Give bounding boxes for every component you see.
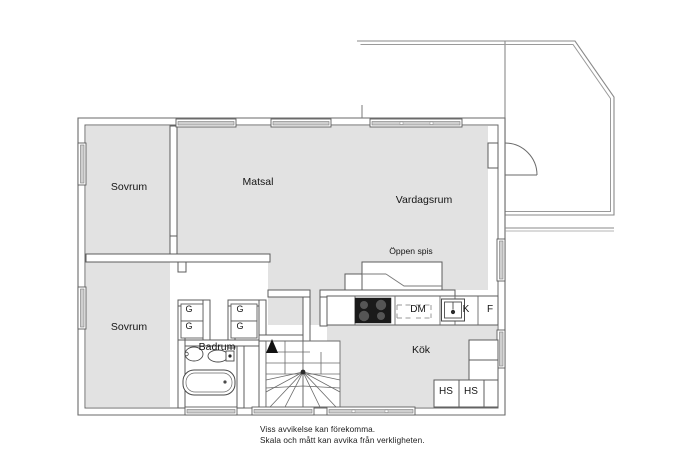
wall-bedroom-divider: [85, 253, 271, 263]
appliance-label-k: K: [463, 304, 470, 315]
kitchen-tall-cabinets: [468, 339, 499, 381]
window-bottom-2: [251, 406, 315, 416]
kitchen-counter-run: [326, 295, 499, 326]
wall-closet-left-right: [202, 299, 211, 346]
bathtub-icon: [182, 369, 236, 396]
appliance-label-f: F: [487, 304, 493, 315]
closet-label-1: G: [185, 304, 192, 314]
stove-icon: [354, 297, 392, 324]
window-bottom-3: [326, 406, 416, 416]
room-label-sovrum-top: Sovrum: [111, 181, 147, 193]
room-area-sovrum-top: [86, 126, 170, 254]
toilet-icon: [207, 349, 235, 363]
disclaimer-line-2: Skala och mått kan avvika från verklighe…: [260, 436, 425, 445]
wall-stair-right-upper: [302, 295, 311, 342]
up-arrow-icon: [266, 339, 278, 353]
wall-stub-a: [169, 235, 178, 255]
kitchen-base-cabinets: [433, 379, 499, 408]
cabinet-label-hs-1: HS: [439, 386, 453, 397]
appliance-label-dm: DM: [410, 304, 426, 315]
window-bottom-1: [184, 406, 238, 416]
closet-label-2: G: [185, 321, 192, 331]
bathroom-fixtures: [182, 346, 236, 396]
window-left-1: [77, 142, 87, 186]
wall-stair-left: [258, 334, 267, 409]
room-label-kok: Kök: [412, 344, 431, 356]
wall-stub-b: [177, 261, 187, 273]
room-label-vardagsrum: Vardagsrum: [396, 194, 453, 206]
room-label-badrum: Badrum: [199, 341, 236, 353]
closet-label-3: G: [236, 304, 243, 314]
cabinet-label-hs-2: HS: [464, 386, 478, 397]
wall-hall-top: [267, 289, 311, 298]
closet-label-4: G: [236, 321, 243, 331]
room-label-matsal: Matsal: [243, 176, 274, 188]
door-swing-icon: [487, 142, 538, 176]
washbasin-icon: [184, 346, 204, 362]
room-label-sovrum-bottom: Sovrum: [111, 321, 147, 333]
room-area-sovrum-bottom: [86, 262, 170, 407]
sink-icon: [441, 298, 465, 322]
disclaimer-text: Viss avvikelse kan förekomma. Skala och …: [260, 424, 425, 446]
disclaimer-line-1: Viss avvikelse kan förekomma.: [260, 425, 376, 434]
wall-stair-top: [258, 334, 310, 342]
wall-sovrum-matsal: [169, 125, 178, 237]
room-area-hall: [268, 290, 327, 325]
window-top-2: [270, 118, 332, 128]
window-top-3: [369, 118, 463, 128]
terrace-rail: [505, 227, 614, 232]
window-right-1: [496, 238, 506, 282]
terrace-outline: [357, 40, 615, 216]
wall-kitchen-left: [319, 295, 328, 327]
window-left-2: [77, 286, 87, 330]
closet-cells: [180, 303, 258, 339]
wall-bathroom-right: [236, 345, 245, 409]
staircase: [265, 339, 341, 408]
wall-bathroom-left: [177, 339, 186, 409]
window-top-1: [175, 118, 237, 128]
windows-group: [77, 105, 506, 416]
fireplace: [344, 261, 443, 291]
fireplace-label: Öppen spis: [389, 246, 432, 256]
